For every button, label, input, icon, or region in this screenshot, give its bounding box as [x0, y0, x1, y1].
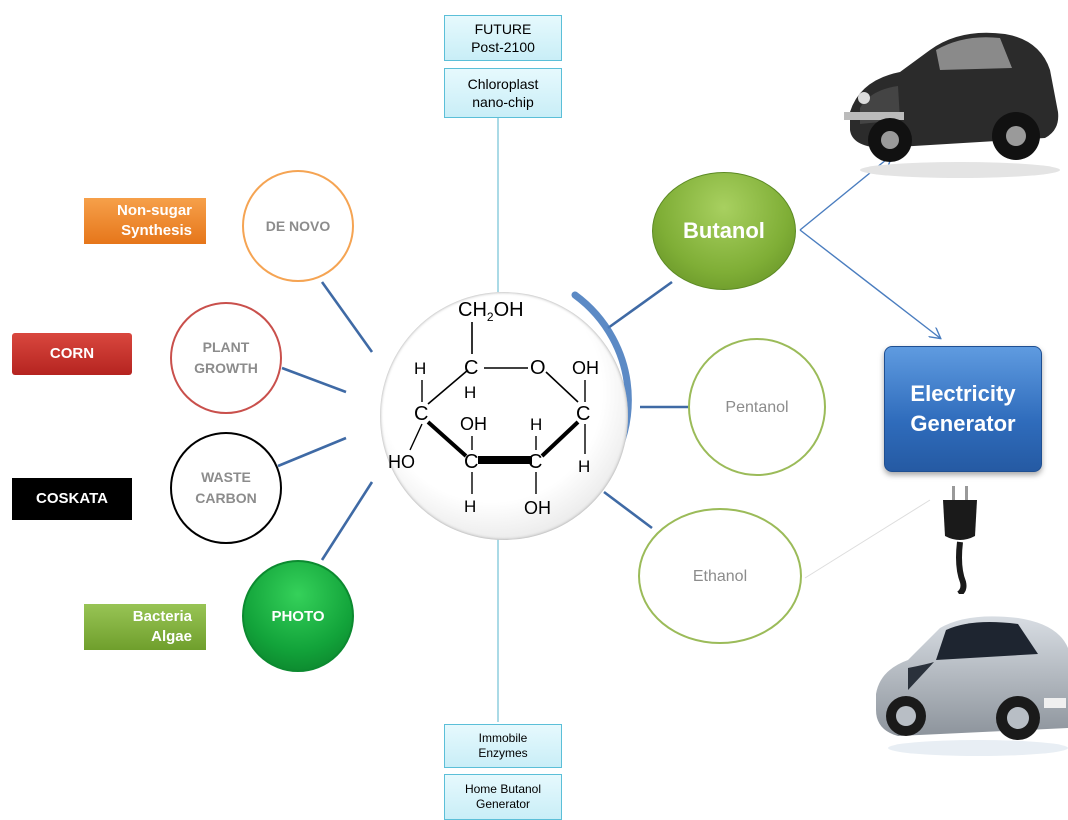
vintage-car-image	[844, 32, 1060, 178]
pentanol-text: Pentanol	[725, 398, 789, 416]
ethanol-faint-line	[804, 499, 931, 579]
coskata-label: COSKATA	[12, 478, 132, 520]
oh1-label: OH	[572, 358, 599, 378]
electricity-generator-box: Electricity Generator	[884, 346, 1042, 472]
ch2oh-label: CH2OH	[458, 299, 524, 324]
corn-label: CORN	[12, 333, 132, 375]
future-line2: Post-2100	[471, 39, 535, 55]
waste-carbon-circle: WASTE CARBON	[170, 432, 282, 544]
glucose-structure: CH2OH C H O OH C H H C HO OH C H H C	[388, 299, 599, 518]
waste-line2: CARBON	[195, 490, 257, 506]
plant-line1: PLANT	[202, 339, 250, 355]
waste-connector	[277, 436, 347, 468]
oh2-label: OH	[524, 498, 551, 518]
c5-label: C	[464, 357, 478, 379]
ho-label: HO	[388, 452, 415, 472]
h4-top-label: H	[414, 359, 426, 378]
butanol-connector	[607, 280, 673, 330]
oh3-label: OH	[460, 414, 487, 434]
ethanol-circle: Ethanol	[638, 508, 802, 644]
c3-label: C	[464, 451, 478, 473]
c1-label: C	[576, 403, 590, 425]
pentanol-circle: Pentanol	[688, 338, 826, 476]
ring-o-label: O	[530, 357, 546, 379]
butanol-circle: Butanol	[652, 172, 796, 290]
h1-label: H	[578, 457, 590, 476]
h2-label: H	[530, 415, 542, 434]
chloroplast-line2: nano-chip	[472, 94, 534, 110]
denovo-text: DE NOVO	[265, 217, 331, 234]
plant-line2: GROWTH	[194, 360, 258, 376]
home-generator-line2: Generator	[475, 797, 531, 811]
home-generator-box: Home Butanol Generator	[444, 774, 562, 820]
home-generator-line1: Home Butanol	[464, 782, 542, 796]
photo-text: PHOTO	[271, 607, 325, 625]
ethanol-connector	[603, 490, 653, 530]
future-box: FUTURE Post-2100	[444, 15, 562, 61]
hybrid-car-image	[876, 616, 1068, 756]
enzymes-line2: Enzymes	[478, 746, 528, 760]
h5-label: H	[464, 383, 476, 402]
corn-text: CORN	[49, 345, 95, 362]
power-plug-image	[943, 486, 977, 594]
coskata-text: COSKATA	[36, 490, 108, 507]
arrow-to-generator	[799, 229, 940, 338]
photo-connector	[320, 481, 374, 561]
enzymes-box: Immobile Enzymes	[444, 724, 562, 768]
nonsugar-line2: Synthesis	[121, 222, 192, 239]
generator-line1: Electricity	[910, 381, 1016, 406]
generator-line2: Generator	[910, 411, 1016, 436]
bacteria-label: Bacteria Algae	[84, 604, 206, 650]
chloroplast-box: Chloroplast nano-chip	[444, 68, 562, 118]
ethanol-text: Ethanol	[692, 567, 748, 585]
nonsugar-label: Non-sugar Synthesis	[84, 198, 206, 244]
bacteria-line1: Bacteria	[132, 608, 192, 625]
enzymes-line1: Immobile	[478, 731, 528, 745]
waste-line1: WASTE	[201, 469, 251, 485]
photo-circle: PHOTO	[242, 560, 354, 672]
denovo-circle: DE NOVO	[242, 170, 354, 282]
chloroplast-line1: Chloroplast	[467, 76, 539, 92]
plant-connector	[281, 366, 347, 394]
future-line1: FUTURE	[474, 21, 532, 37]
c4-label: C	[414, 403, 428, 425]
butanol-text: Butanol	[683, 218, 765, 243]
plant-growth-circle: PLANT GROWTH	[170, 302, 282, 414]
denovo-connector	[320, 281, 374, 353]
c2-label: C	[528, 451, 542, 473]
h3-label: H	[464, 497, 476, 516]
nonsugar-line1: Non-sugar	[117, 202, 192, 219]
glucose-molecule-circle: CH2OH C H O OH C H H C HO OH C H H C	[380, 292, 628, 540]
bacteria-line2: Algae	[151, 628, 192, 645]
